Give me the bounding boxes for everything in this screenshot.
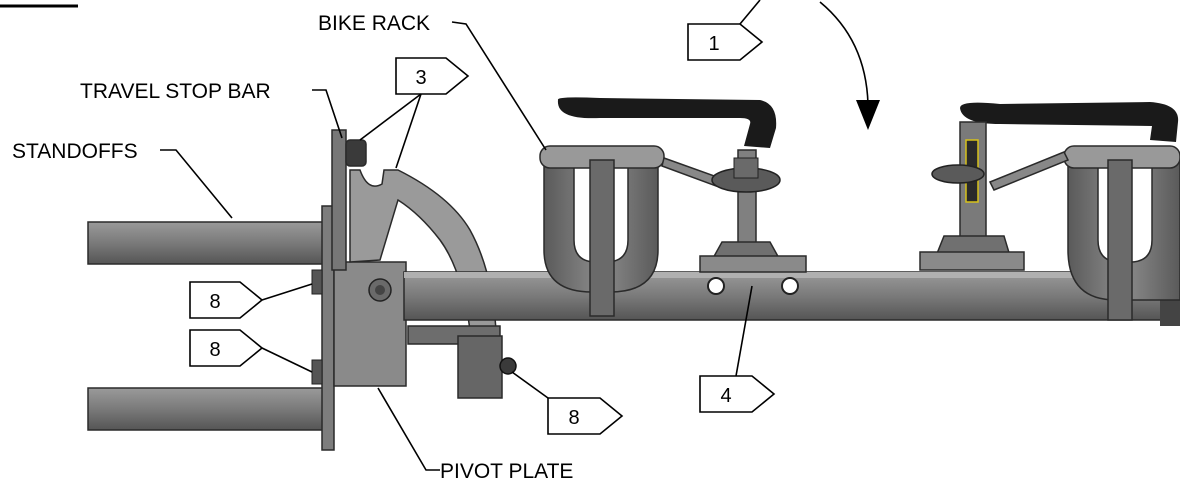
label-bike-rack: BIKE RACK: [318, 12, 547, 151]
label-travel-stop-bar: TRAVEL STOP BAR: [80, 80, 343, 139]
callout-8-middle: 8: [189, 329, 313, 373]
callout-8-upper: 8: [189, 281, 313, 319]
bike-cradle-left: [539, 145, 665, 317]
callout-4: 4: [699, 285, 776, 413]
travel-stop-bar: [345, 139, 367, 167]
callout-8-lower-text: 8: [568, 407, 579, 429]
standoff-lower: [87, 387, 329, 431]
post-left: [661, 149, 807, 295]
rubber-arms: [557, 97, 1179, 148]
label-pivot-plate: PIVOT PLATE: [377, 387, 573, 483]
callout-8-lower: 8: [511, 371, 624, 435]
callout-8-middle-text: 8: [209, 339, 220, 361]
rubber-arm-right: [960, 102, 1179, 142]
standoff-tubes: [87, 221, 329, 431]
callout-1: 1: [687, 0, 764, 61]
callout-8-upper-text: 8: [209, 291, 220, 313]
label-standoffs: STANDOFFS: [12, 140, 233, 219]
pivot-plate-label: PIVOT PLATE: [440, 460, 573, 483]
callout-4-text: 4: [720, 385, 731, 407]
post-right: [919, 121, 1070, 271]
standoff-upper: [87, 221, 329, 265]
callout-3: 3: [359, 57, 470, 169]
hitch-pin-block: [457, 335, 517, 399]
pivot-plate: [311, 205, 407, 451]
travel-stop-bar-label: TRAVEL STOP BAR: [80, 80, 271, 103]
rotation-arrow: [819, 1, 880, 130]
callout-1-text: 1: [708, 33, 719, 55]
rubber-arm-left: [557, 97, 777, 148]
bike-cradle-right: [1063, 145, 1180, 321]
callout-3-text: 3: [415, 67, 426, 89]
bike-rack-label: BIKE RACK: [318, 12, 430, 35]
standoffs-label: STANDOFFS: [12, 140, 138, 163]
